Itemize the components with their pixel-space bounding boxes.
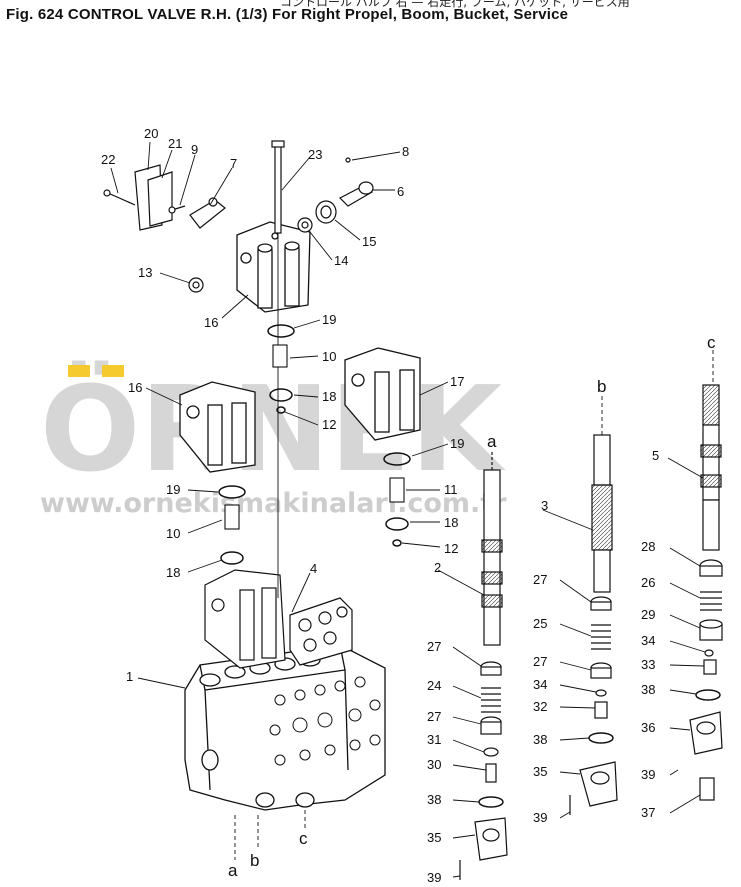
callout-39-b: 39 [533, 810, 547, 825]
cap-assembly-part-16-left [179, 381, 256, 473]
callout-10-left: 10 [166, 526, 180, 541]
header: コントロール バルブ 右 — 右走行, ブーム, バケット, サービス用 Fig… [0, 0, 741, 30]
long-bolt-part-23 [271, 140, 285, 598]
ref-letter-a-bottom: a [228, 861, 238, 880]
callout-27-b1: 27 [533, 572, 547, 587]
callout-39-a: 39 [427, 870, 441, 885]
callout-27-a2: 27 [427, 709, 441, 724]
callout-18-upper: 18 [322, 389, 336, 404]
valve-body-part-1 [184, 644, 386, 811]
watermark: ÖRNEK www.ornekismakinalari.com.tr [40, 360, 507, 519]
callout-21: 21 [168, 136, 182, 151]
lower-cap-block [204, 569, 286, 669]
callout-19-right: 19 [450, 436, 464, 451]
callout-35-a: 35 [427, 830, 441, 845]
callout-2: 2 [434, 560, 441, 575]
callout-37: 37 [641, 805, 655, 820]
callout-3: 3 [541, 498, 548, 513]
figure-title: Fig. 624 CONTROL VALVE R.H. (1/3) For Ri… [6, 6, 569, 23]
callout-9: 9 [191, 142, 198, 157]
callout-38-b: 38 [533, 732, 547, 747]
spool-5-parts-stack [689, 559, 723, 801]
small-parts-top [103, 157, 374, 293]
callout-27-a1: 27 [427, 639, 441, 654]
reference-lines [234, 350, 714, 860]
callout-34-c: 34 [641, 633, 655, 648]
ref-letter-c-top: c [707, 333, 716, 352]
callout-27-b2: 27 [533, 654, 547, 669]
callout-16-upper: 16 [204, 315, 218, 330]
callout-35-b: 35 [533, 764, 547, 779]
ref-letter-a-top: a [487, 432, 497, 451]
callout-4: 4 [310, 561, 317, 576]
callout-17: 17 [450, 374, 464, 389]
callout-39-c: 39 [641, 767, 655, 782]
cap-assembly-part-16-upper [236, 221, 311, 313]
watermark-brand: ÖRNEK [40, 360, 507, 498]
watermark-accent-dot [68, 365, 90, 377]
callout-16-left: 16 [128, 380, 142, 395]
callout-5: 5 [652, 448, 659, 463]
callout-19-upper: 19 [322, 312, 336, 327]
spool-3-parts-stack [569, 596, 618, 815]
japanese-title-strip: コントロール バルブ 右 — 右走行, ブーム, バケット, サービス用 [280, 0, 630, 9]
callout-labels: 22 20 21 9 7 23 8 6 15 14 13 16 19 10 18… [101, 126, 659, 885]
callout-1: 1 [126, 669, 133, 684]
leader-lines [110, 141, 706, 878]
callout-8: 8 [402, 144, 409, 159]
callout-13: 13 [138, 265, 152, 280]
callout-10-upper: 10 [322, 349, 336, 364]
callout-19-left: 19 [166, 482, 180, 497]
callout-23: 23 [308, 147, 322, 162]
callout-26: 26 [641, 575, 655, 590]
cap-assembly-part-17 [344, 347, 421, 441]
callout-11: 11 [444, 482, 458, 497]
callout-32: 32 [533, 699, 547, 714]
ref-letter-c-bottom: c [299, 829, 308, 848]
reference-letters: a b c a b c [228, 333, 716, 880]
callout-31: 31 [427, 732, 441, 747]
callout-14: 14 [334, 253, 348, 268]
spool-2-parts-stack [459, 661, 508, 880]
callout-7: 7 [230, 156, 237, 171]
callout-34-b: 34 [533, 677, 547, 692]
callout-18-right: 18 [444, 515, 458, 530]
callout-36: 36 [641, 720, 655, 735]
ref-letter-b-bottom: b [250, 851, 259, 870]
callout-24: 24 [427, 678, 441, 693]
callout-20: 20 [144, 126, 158, 141]
callout-28: 28 [641, 539, 655, 554]
watermark-url: www.ornekismakinalari.com.tr [40, 488, 507, 519]
callout-15: 15 [362, 234, 376, 249]
callout-6: 6 [397, 184, 404, 199]
callout-18-left: 18 [166, 565, 180, 580]
callout-38-a: 38 [427, 792, 441, 807]
callout-38-c: 38 [641, 682, 655, 697]
spool-part-2 [481, 452, 503, 646]
callout-12-upper: 12 [322, 417, 336, 432]
callout-33: 33 [641, 657, 655, 672]
callout-25: 25 [533, 616, 547, 631]
callout-12-right: 12 [444, 541, 458, 556]
ref-letter-b-top: b [597, 377, 606, 396]
callout-29: 29 [641, 607, 655, 622]
callout-22: 22 [101, 152, 115, 167]
port-block-part-4 [289, 597, 353, 666]
watermark-accent-dot [102, 365, 124, 377]
spool-part-5 [700, 384, 722, 551]
callout-30: 30 [427, 757, 441, 772]
spool-part-3 [591, 434, 613, 593]
seals-and-plugs [218, 324, 411, 565]
